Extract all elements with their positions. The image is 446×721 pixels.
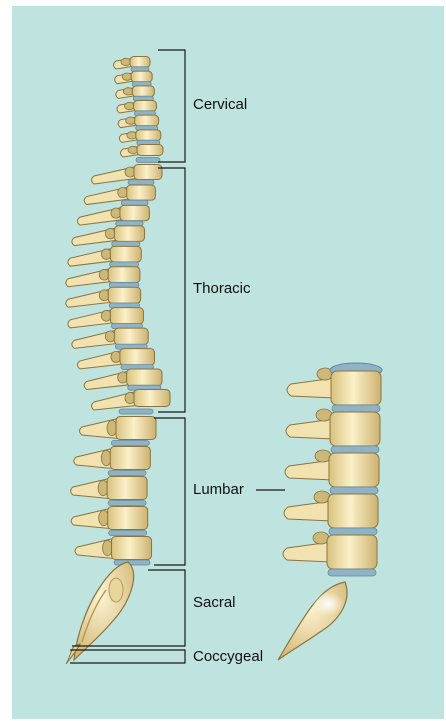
vertebral-body xyxy=(108,507,148,530)
intervertebral-disc xyxy=(121,200,148,205)
detail-vertebral-bodies xyxy=(327,363,382,576)
vertebral-bodies xyxy=(107,57,170,566)
detail-vertebral-body xyxy=(328,494,378,528)
vertebral-body xyxy=(120,349,155,366)
vertebral-body xyxy=(110,246,141,262)
vertebral-body xyxy=(108,287,140,303)
vertebral-body xyxy=(112,537,152,560)
coccygeal-bracket xyxy=(70,650,185,663)
intervertebral-disc xyxy=(109,282,139,287)
detail-vertebral-body xyxy=(329,453,379,487)
vertebral-body xyxy=(134,101,157,112)
intervertebral-disc xyxy=(110,262,139,267)
vertebral-body xyxy=(131,71,152,82)
vertebral-body xyxy=(110,447,150,470)
coccygeal-label: Coccygeal xyxy=(193,648,263,666)
detail-spinous-processes xyxy=(283,368,335,562)
detail-intervertebral-disc xyxy=(331,446,379,453)
lumbar-label: Lumbar xyxy=(193,481,244,499)
detail-spinous-process xyxy=(284,501,332,521)
vertebral-body xyxy=(127,369,162,386)
detail-intervertebral-disc xyxy=(332,405,380,412)
intervertebral-disc xyxy=(119,409,153,414)
detail-vertebral-body xyxy=(331,371,381,405)
detail-spinous-process xyxy=(285,460,333,480)
vertebral-body xyxy=(120,205,149,220)
vertebral-body xyxy=(136,130,161,141)
vertebral-body xyxy=(135,115,159,126)
detail-vertebral-body xyxy=(330,412,380,446)
vertebral-body xyxy=(116,417,156,440)
thoracic-label: Thoracic xyxy=(193,280,251,298)
sacrum xyxy=(74,562,134,660)
intervertebral-disc xyxy=(108,471,146,476)
cervical-label: Cervical xyxy=(193,96,247,114)
transverse-process xyxy=(122,73,132,80)
vertebral-body xyxy=(134,390,170,407)
detail-spinous-process xyxy=(283,542,331,562)
detail-intervertebral-disc xyxy=(328,569,376,576)
vertebral-body xyxy=(114,328,148,344)
vertebral-body xyxy=(137,145,163,156)
vertebral-body xyxy=(132,86,154,97)
detail-sacrum xyxy=(278,582,347,660)
intervertebral-disc xyxy=(108,501,146,506)
vertebral-body xyxy=(107,477,147,500)
vertebral-body xyxy=(130,57,150,68)
detail-intervertebral-disc xyxy=(329,528,377,535)
full-spine xyxy=(66,57,170,665)
vertebral-body xyxy=(127,185,156,200)
intervertebral-disc xyxy=(112,241,140,246)
intervertebral-disc xyxy=(109,531,147,536)
vertebral-body xyxy=(114,226,144,242)
detail-intervertebral-disc xyxy=(330,487,378,494)
intervertebral-disc xyxy=(116,221,143,226)
detail-vertebral-body xyxy=(327,535,377,569)
intervertebral-disc xyxy=(114,560,150,565)
vertebral-body xyxy=(110,308,143,324)
lumbar-detail-illustration xyxy=(278,363,382,660)
vertebral-body xyxy=(134,165,162,180)
intervertebral-disc xyxy=(111,441,149,446)
vertebral-body xyxy=(108,267,140,283)
detail-spinous-process xyxy=(286,419,334,439)
sacral-label: Sacral xyxy=(193,594,236,612)
lumbar-bracket xyxy=(154,418,185,565)
intervertebral-disc xyxy=(128,180,154,185)
detail-spinous-process xyxy=(287,378,335,398)
intervertebral-disc xyxy=(136,158,160,163)
